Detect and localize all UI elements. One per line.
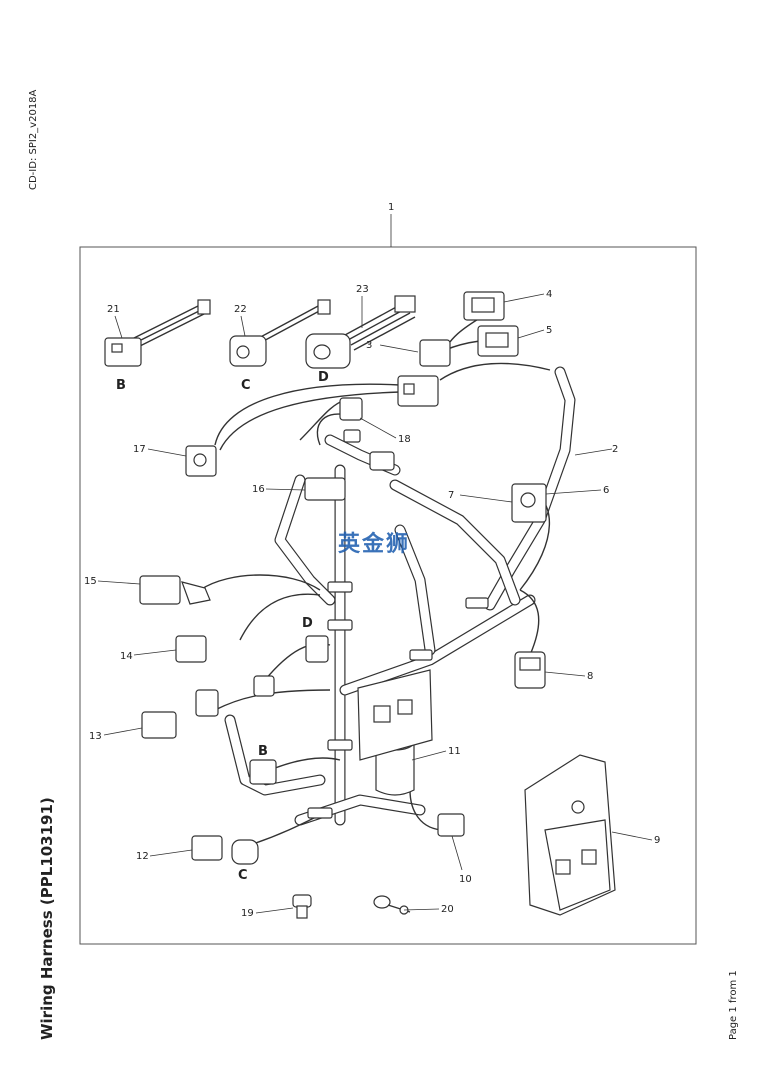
- connector-8: [514, 651, 546, 689]
- connector-12: [191, 835, 259, 865]
- callout-9: 9: [654, 835, 660, 846]
- callout-6: 6: [603, 485, 609, 496]
- diagram-frame: [79, 246, 697, 945]
- label-c-top: C: [241, 378, 251, 393]
- label-c-bottom: C: [238, 868, 248, 883]
- connector-6-7: [511, 483, 547, 523]
- ecu-bracket-9: [524, 754, 616, 916]
- callout-17: 17: [133, 444, 146, 455]
- callout-16: 16: [252, 484, 265, 495]
- label-d-top: D: [318, 370, 329, 385]
- connector-13: [141, 689, 277, 785]
- callout-12: 12: [136, 851, 149, 862]
- harness-tubes: [224, 366, 576, 826]
- callout-22: 22: [234, 304, 247, 315]
- connector-10: [437, 813, 465, 837]
- callout-13: 13: [89, 731, 102, 742]
- callout-7: 7: [448, 490, 454, 501]
- connector-letters: B C D D B C: [116, 370, 329, 883]
- watermark-text: 英金狮: [338, 531, 410, 557]
- callout-8: 8: [587, 671, 593, 682]
- callout-5: 5: [546, 325, 552, 336]
- callout-2: 2: [612, 444, 618, 455]
- label-b-top: B: [116, 378, 126, 393]
- connector-23: [305, 295, 416, 369]
- callout-labels: 1 2 3 4 5 6 7 8 9 10 11 12 13 14 15 16 1…: [84, 202, 660, 919]
- connector-14: [175, 635, 329, 697]
- callout-10: 10: [459, 874, 472, 885]
- callout-4: 4: [546, 289, 552, 300]
- callout-3: 3: [366, 340, 372, 351]
- label-b-mid: B: [258, 744, 268, 759]
- connector-16: [304, 477, 346, 501]
- cable-tie-20: [373, 895, 411, 915]
- connector-21: [104, 299, 211, 367]
- connector-17: [185, 445, 217, 477]
- callout-21: 21: [107, 304, 120, 315]
- connector-3: [397, 339, 451, 407]
- leader-lines: [97, 293, 653, 914]
- connector-18: [339, 397, 363, 443]
- callout-11: 11: [448, 746, 461, 757]
- callout-15: 15: [84, 576, 97, 587]
- label-d-mid: D: [302, 616, 313, 631]
- callout-14: 14: [120, 651, 133, 662]
- callout-18: 18: [398, 434, 411, 445]
- tube-clamps: [307, 451, 489, 819]
- callout-1: 1: [388, 202, 394, 213]
- connector-4: [463, 291, 505, 321]
- module-block: [357, 669, 433, 761]
- callout-19: 19: [241, 908, 254, 919]
- connector-15: [139, 575, 211, 605]
- connector-22: [229, 299, 331, 367]
- clip-19: [292, 894, 312, 919]
- connector-5: [477, 325, 519, 357]
- callout-23: 23: [356, 284, 369, 295]
- callout-20: 20: [441, 904, 454, 915]
